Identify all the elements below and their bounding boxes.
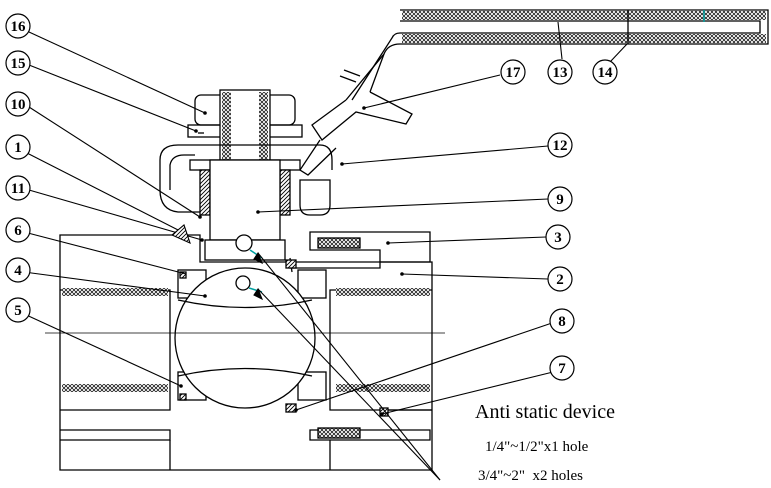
callout-3: 3 bbox=[545, 224, 571, 250]
callout-15: 15 bbox=[5, 50, 31, 76]
callout-2: 2 bbox=[547, 266, 573, 292]
ball bbox=[174, 267, 316, 409]
handle bbox=[299, 9, 769, 176]
seal-11 bbox=[170, 224, 191, 245]
valve-body bbox=[59, 231, 433, 471]
svg-text:16: 16 bbox=[11, 19, 27, 35]
callout-7: 7 bbox=[549, 355, 575, 381]
callout-9: 9 bbox=[547, 186, 573, 212]
stem-nut bbox=[187, 89, 303, 166]
callout-12: 12 bbox=[547, 132, 573, 158]
svg-text:2: 2 bbox=[556, 272, 564, 288]
svg-text:8: 8 bbox=[558, 314, 566, 330]
callout-6: 6 bbox=[5, 217, 31, 243]
svg-text:5: 5 bbox=[14, 303, 22, 319]
note-line-1: 1/4"~1/2"x1 hole bbox=[485, 439, 589, 455]
svg-text:14: 14 bbox=[598, 65, 614, 81]
callout-5: 5 bbox=[5, 297, 31, 323]
callout-13: 13 bbox=[547, 59, 573, 85]
svg-text:7: 7 bbox=[558, 361, 566, 377]
callout-14: 14 bbox=[592, 59, 618, 85]
svg-text:12: 12 bbox=[553, 138, 568, 154]
svg-text:11: 11 bbox=[11, 181, 25, 197]
note-line-2: 3/4"~2" x2 holes bbox=[478, 468, 583, 484]
svg-text:6: 6 bbox=[14, 223, 22, 239]
svg-text:15: 15 bbox=[11, 56, 26, 72]
svg-text:10: 10 bbox=[11, 97, 26, 113]
note-title: Anti static device bbox=[475, 401, 615, 423]
leader-lines bbox=[21, 21, 628, 481]
callouts: 16 15 10 1 11 6 4 5 17 13 14 12 9 3 2 8 … bbox=[5, 13, 618, 381]
svg-text:4: 4 bbox=[14, 263, 22, 279]
callout-1: 1 bbox=[5, 134, 31, 160]
svg-text:13: 13 bbox=[553, 65, 568, 81]
callout-10: 10 bbox=[5, 91, 31, 117]
callout-8: 8 bbox=[549, 308, 575, 334]
callout-17: 17 bbox=[500, 59, 526, 85]
callout-4: 4 bbox=[5, 257, 31, 283]
stem bbox=[204, 159, 286, 261]
leader-dots bbox=[179, 106, 404, 416]
callout-11: 11 bbox=[5, 175, 31, 201]
callout-16: 16 bbox=[5, 13, 31, 39]
svg-text:1: 1 bbox=[14, 140, 22, 156]
svg-text:9: 9 bbox=[556, 192, 564, 208]
svg-text:3: 3 bbox=[554, 230, 562, 246]
svg-text:17: 17 bbox=[506, 65, 522, 81]
